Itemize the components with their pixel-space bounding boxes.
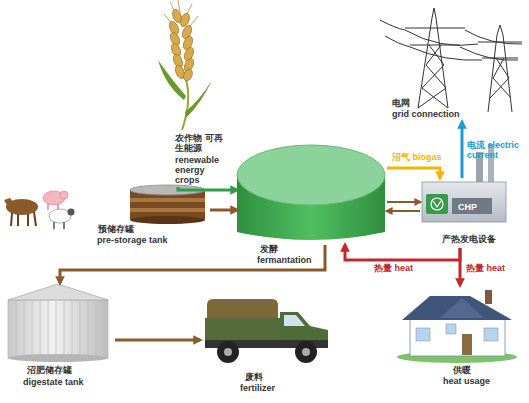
house-illustration	[397, 290, 517, 363]
flow-arrow	[459, 248, 462, 285]
node-label: digestate tank	[23, 377, 113, 387]
animals-illustration-part	[60, 191, 68, 199]
digestate-tank-illustration-part	[16, 301, 104, 357]
wheat-illustration-part	[185, 80, 212, 118]
house-node: 供暖heat usage	[395, 285, 520, 400]
truck-illustration	[205, 299, 328, 363]
flow-arrow	[115, 339, 200, 342]
animals-illustration	[4, 191, 75, 229]
pylon-illustration-part	[490, 58, 511, 98]
node-label: grid connection	[392, 109, 472, 119]
house-illustration-part	[462, 334, 472, 355]
chp-unit-illustration-part	[431, 198, 443, 210]
node-label: pre-storage tank	[97, 235, 197, 245]
wheat-illustration-part-part	[182, 68, 194, 82]
house-illustration-part	[402, 296, 512, 320]
tank-node: 预储存罐pre-storage tank	[95, 180, 210, 248]
chp-node: CHP 产热发电设备	[420, 178, 510, 248]
animals-illustration-part	[11, 212, 36, 226]
flow-arrow	[387, 201, 420, 203]
node-heading: 预储存罐	[98, 224, 178, 234]
node-label: heat usage	[443, 376, 513, 386]
fermenter-dome-illustration-part	[237, 145, 385, 205]
pre-storage-tank-illustration-part	[130, 208, 205, 212]
flow-label: 热量 heat	[374, 263, 429, 273]
wheat-illustration	[158, 0, 212, 130]
truck-illustration-part	[205, 318, 280, 340]
node-heading: CHP	[458, 202, 498, 212]
truck-illustration-part	[224, 348, 232, 356]
pylon-illustration-part	[488, 25, 512, 112]
flow-arrow	[345, 245, 460, 260]
digestate-tank-node: 沼肥储存罐 digestate tank	[5, 283, 115, 393]
flow-label: 热量 heat	[466, 263, 521, 273]
node-heading: 电网	[392, 98, 462, 108]
grid-node: 电网grid connection	[380, 5, 525, 122]
fermenter-dome-illustration	[237, 145, 385, 240]
fermenter-node: 发酵fermantation	[237, 140, 387, 245]
truck-illustration-part	[302, 348, 310, 356]
flow-label: 电流 electric current	[467, 140, 529, 160]
node-heading: 发酵	[260, 244, 320, 254]
chp-unit-illustration-part	[426, 194, 448, 214]
flow-label: 沼气 biogas	[392, 152, 452, 162]
node-label: 产热发电设备	[442, 234, 512, 244]
flow-arrow	[387, 210, 420, 212]
pylon-illustration-part	[418, 8, 448, 108]
pylon-illustration-part	[405, 30, 522, 60]
house-illustration-part	[410, 318, 505, 356]
animals-illustration-part	[54, 222, 64, 229]
flow-arrow	[210, 209, 237, 212]
chp-unit-illustration-part	[422, 182, 506, 222]
node-label: fermantation	[257, 255, 337, 265]
flow-arrow	[178, 187, 237, 190]
flow-arrow	[461, 122, 464, 178]
truck-node: 废料fertilizer	[200, 298, 335, 398]
node-heading: 供暖	[453, 365, 513, 375]
node-heading: 农作物 可再生能源	[175, 133, 230, 153]
pylon-illustration	[380, 8, 522, 112]
digestate-tank-illustration	[8, 284, 108, 362]
pre-storage-tank-illustration-part	[130, 198, 205, 202]
house-illustration-part	[446, 324, 456, 334]
chp-unit-illustration-part	[433, 201, 441, 207]
crop-node: 农作物 可再生能源renewable energy crops	[150, 5, 230, 187]
animals-illustration-part	[68, 209, 75, 216]
house-illustration-part	[484, 328, 498, 341]
flow-arrow	[387, 168, 440, 178]
animals-illustration-part	[4, 198, 14, 207]
wheat-illustration-part	[182, 80, 188, 130]
digestate-tank-illustration-part	[8, 354, 108, 362]
truck-illustration-part	[284, 315, 305, 326]
digestate-tank-illustration-part	[8, 300, 108, 358]
digestate-tank-illustration-part	[8, 284, 108, 300]
node-label: fertilizer	[240, 383, 320, 393]
pylon-illustration-part	[380, 20, 410, 47]
node-label: renewable energy crops	[175, 155, 225, 185]
truck-illustration-part	[295, 341, 317, 363]
truck-illustration-part	[207, 299, 278, 318]
house-illustration-part	[416, 328, 430, 341]
house-illustration-part	[440, 298, 484, 318]
house-illustration-part	[485, 290, 492, 304]
pre-storage-tank-illustration-part	[130, 216, 205, 224]
node-heading: 沼肥储存罐	[27, 365, 107, 375]
wheat-illustration-part	[167, 8, 195, 82]
truck-illustration-part	[217, 341, 239, 363]
node-heading: 废料	[245, 372, 305, 382]
